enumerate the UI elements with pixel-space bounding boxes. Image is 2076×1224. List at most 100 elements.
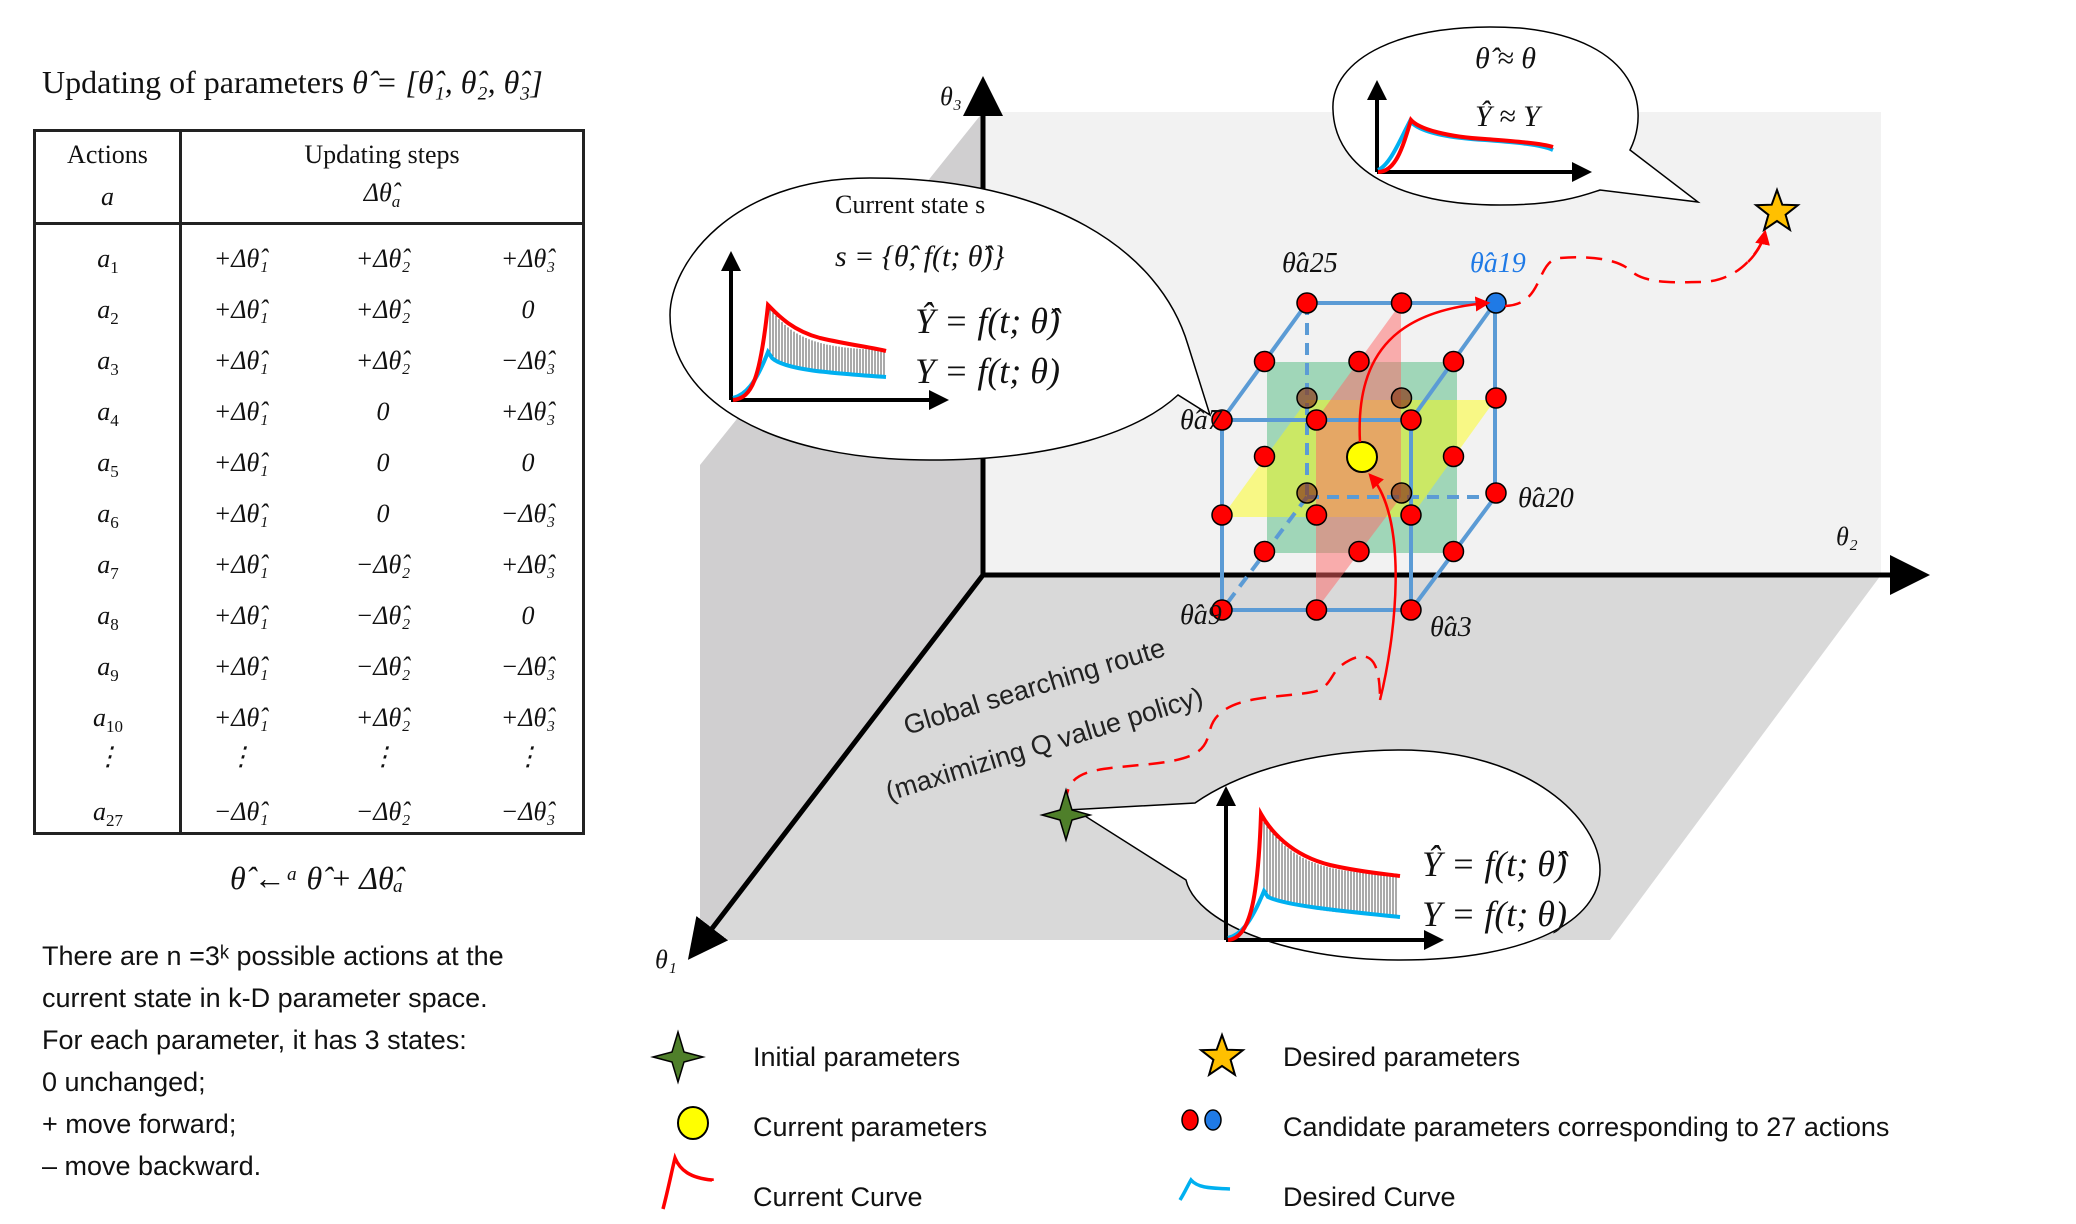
candidate-node[interactable] — [1442, 445, 1465, 468]
action-cube — [1211, 292, 1507, 701]
table-row-step: −Δθ̂₂ — [355, 797, 411, 826]
table-row-step: ⋮ — [515, 742, 541, 771]
table-row-action: a3 — [97, 346, 119, 379]
table-row-step: +Δθ̂₁ — [213, 346, 269, 375]
candidate-node[interactable] — [1390, 292, 1413, 314]
table-row-action: a5 — [97, 448, 119, 481]
table-row-step: −Δθ̂₂ — [355, 550, 411, 579]
table-row-action: a9 — [97, 652, 119, 685]
label-a20: θ̂a20 — [1518, 483, 1574, 514]
table-row-step: −Δθ̂₃ — [500, 652, 556, 681]
candidate-node[interactable] — [1211, 504, 1233, 526]
candidate-node[interactable] — [1296, 387, 1318, 409]
legend-desired-curve-label: Desired Curve — [1283, 1182, 1456, 1212]
legend-desired-label: Desired parameters — [1283, 1042, 1521, 1072]
table-row-step: +Δθ̂₂ — [355, 244, 411, 273]
table-row-step: +Δθ̂₁ — [213, 550, 269, 579]
legend-candidate-label: Candidate parameters corresponding to 27… — [1283, 1112, 1890, 1142]
candidate-node[interactable] — [1348, 350, 1370, 373]
candidate-node[interactable] — [1305, 504, 1328, 526]
label-a7: θ̂a7 — [1180, 405, 1222, 436]
table-row-step: +Δθ̂₁ — [213, 601, 269, 630]
candidate-node[interactable] — [1400, 409, 1422, 431]
error-hatch — [1263, 820, 1397, 916]
panel-title: Updating of parameters θ̂ = [θ̂₁, θ̂₂, θ… — [42, 64, 543, 101]
legend-candidate-red-icon — [1181, 1109, 1199, 1131]
global-route-dashed — [1064, 655, 1382, 806]
initial-parameters-marker[interactable] — [1039, 787, 1093, 843]
candidate-node[interactable] — [1211, 599, 1233, 621]
candidate-node[interactable] — [1305, 409, 1328, 431]
table-row-step: +Δθ̂₁ — [213, 652, 269, 681]
table-row-step: +Δθ̂₁ — [213, 295, 269, 324]
table-row-action: a7 — [97, 550, 119, 583]
candidate-node[interactable] — [1390, 482, 1413, 504]
theta3-axis-label: θ₃ — [940, 82, 962, 111]
candidate-node[interactable] — [1253, 350, 1276, 373]
candidate-nodes — [1211, 292, 1507, 621]
legend-candidate-blue-icon — [1204, 1109, 1222, 1131]
table-row-step: +Δθ̂₃ — [500, 244, 556, 273]
theta1-axis-label: θ₁ — [655, 945, 677, 974]
header-a: a — [101, 182, 114, 211]
description-line: – move backward. — [42, 1151, 262, 1181]
table-row-step: ⋮ — [370, 742, 396, 771]
candidate-node[interactable] — [1442, 350, 1465, 373]
table-row-step: +Δθ̂₂ — [355, 703, 411, 732]
candidate-node[interactable] — [1253, 540, 1276, 563]
candidate-node[interactable] — [1296, 482, 1318, 504]
candidate-node[interactable] — [1400, 599, 1422, 621]
current-state-bubble — [669, 177, 1212, 461]
table-row-step: +Δθ̂₂ — [355, 346, 411, 375]
table-row-step: +Δθ̂₁ — [213, 703, 269, 732]
candidate-node[interactable] — [1400, 504, 1422, 526]
current-parameters-point[interactable] — [1346, 441, 1378, 473]
desired-parameters-marker[interactable] — [1753, 187, 1801, 233]
table-row-action: a1 — [97, 244, 119, 277]
table-row-step: +Δθ̂₁ — [213, 448, 269, 477]
theta2-axis-label: θ₂ — [1836, 522, 1858, 551]
legend-initial-icon — [650, 1029, 706, 1085]
candidate-node[interactable] — [1348, 540, 1370, 563]
header-delta-theta-text: Δθ̂ — [363, 178, 392, 207]
table-row-step: −Δθ̂₂ — [355, 652, 411, 681]
table-row-step: 0 — [376, 499, 390, 528]
legend-current-label: Current parameters — [753, 1112, 988, 1142]
table-row-step: −Δθ̂₃ — [500, 499, 556, 528]
param-approx-eq: θ̂ ≈ θ — [1475, 42, 1536, 75]
route-into-current — [1368, 473, 1397, 701]
header-updating-steps: Updating steps — [304, 140, 460, 169]
candidate-node[interactable] — [1211, 409, 1233, 431]
header-actions: Actions — [67, 140, 148, 169]
candidate-node-a19[interactable] — [1485, 292, 1507, 314]
state-formula: s = {θ̂, f(t; θ̂)} — [835, 240, 1005, 273]
title-formula: θ̂ = [θ̂₁, θ̂₂, θ̂₃] — [352, 64, 543, 100]
update-formula: θ̂ ←ᵃ θ̂ + Δθ̂ₐ — [230, 860, 404, 896]
candidate-node[interactable] — [1485, 482, 1507, 504]
candidate-node[interactable] — [1296, 292, 1318, 314]
candidate-node[interactable] — [1305, 599, 1328, 621]
error-hatch — [769, 307, 885, 376]
table-row-action: a2 — [97, 295, 119, 328]
description-line: For each parameter, it has 3 states: — [42, 1025, 467, 1055]
candidate-node[interactable] — [1390, 387, 1413, 409]
current-state-title: Current state s — [835, 190, 986, 219]
table-row-step: +Δθ̂₁ — [213, 397, 269, 426]
candidate-node[interactable] — [1442, 540, 1465, 563]
candidate-node[interactable] — [1485, 387, 1507, 409]
initial-state-bubble — [1066, 749, 1601, 961]
estimated-output-eq: Ŷ = f(t; θ̂) — [915, 301, 1060, 341]
candidate-node[interactable] — [1253, 445, 1276, 468]
legend-current-curve-icon — [661, 1152, 714, 1210]
table-row-action: a27 — [93, 797, 123, 830]
title-text: Updating of parameters — [42, 64, 345, 100]
route-to-desired — [1504, 233, 1767, 308]
description: There are n =3ᵏ possible actions at the … — [42, 935, 504, 1187]
table-row-step: 0 — [376, 448, 390, 477]
table-row-step: +Δθ̂₃ — [500, 550, 556, 579]
table-row-step: +Δθ̂₂ — [355, 295, 411, 324]
table-row-step: −Δθ̂₁ — [213, 797, 269, 826]
table-row-action: a10 — [93, 703, 123, 736]
table-row-step: +Δθ̂₃ — [500, 703, 556, 732]
desired-state-bubble — [1332, 26, 1701, 206]
